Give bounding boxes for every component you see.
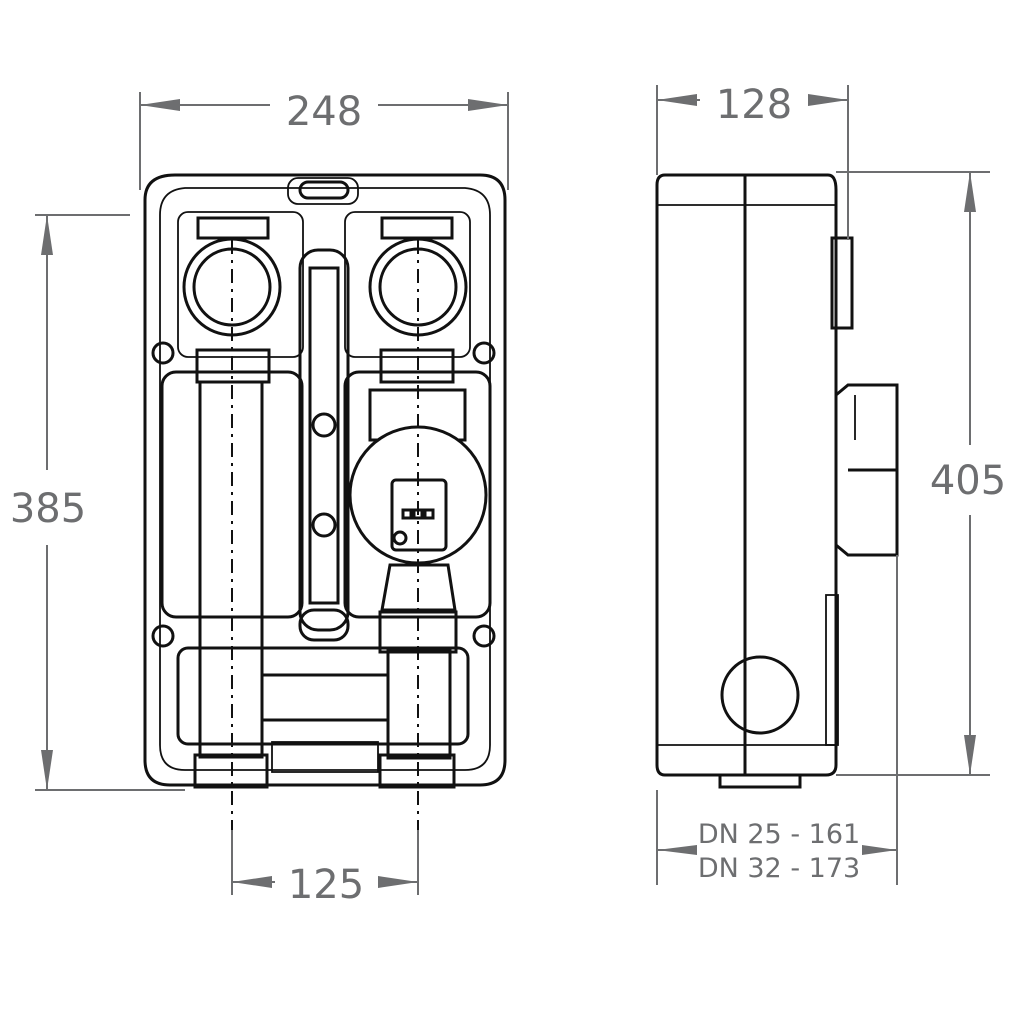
dn32-label: DN 32 - 173 [698,853,860,884]
depth-label: 128 [716,82,792,128]
dn25-label: DN 25 - 161 [698,819,860,850]
pipe-spacing-label: 125 [288,862,364,908]
dimension-connection-depth: DN 25 - 161 DN 32 - 173 [656,555,898,885]
width-label: 248 [286,89,362,135]
front-view-unit [143,173,507,830]
dimension-128: 128 [656,82,849,240]
dimension-405: 405 [836,171,1006,776]
dimension-248: 248 [139,89,509,190]
side-view-unit [655,173,899,789]
dimension-385: 385 [10,214,185,791]
height-label: 385 [10,486,86,532]
side-height-label: 405 [930,458,1006,504]
dimension-125: 125 [231,830,419,908]
